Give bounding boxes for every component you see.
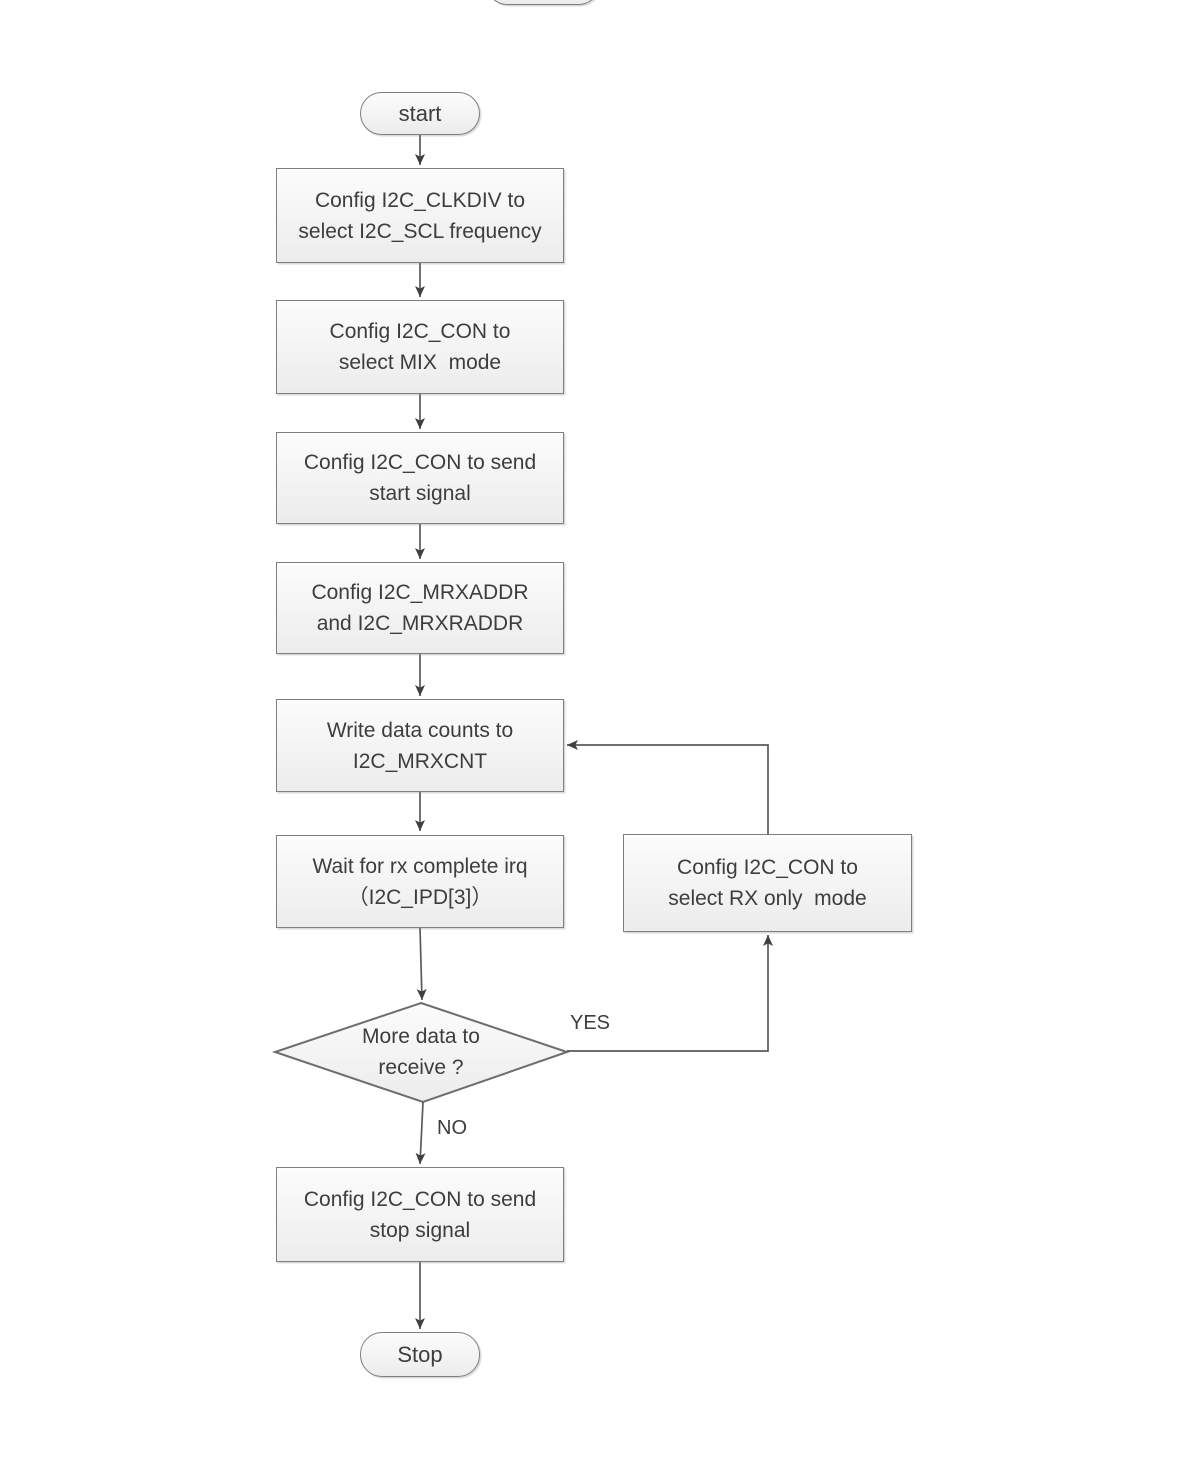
process-node-write-mrxcnt: Write data counts to I2C_MRXCNT (276, 699, 564, 792)
start-node: start (360, 92, 480, 135)
decision-node-more-data: More data to receive ? (362, 1025, 480, 1079)
process-node-send-start-signal: Config I2C_CON to send start signal (276, 432, 564, 524)
process-node-wait-rx-irq: Wait for rx complete irq （I2C_IPD[3]） (276, 835, 564, 928)
process-node-config-mrxaddr: Config I2C_MRXADDR and I2C_MRXRADDR (276, 562, 564, 654)
process-node-send-stop-signal: Config I2C_CON to send stop signal (276, 1167, 564, 1262)
process-node-config-rx-only: Config I2C_CON to select RX only mode (623, 834, 912, 932)
edge-decision-no-to-stopsignal (415, 1101, 426, 1165)
edge-waitirq-to-decision (416, 927, 427, 1001)
process-node-config-mix-mode: Config I2C_CON to select MIX mode (276, 300, 564, 394)
partial-terminator-node (486, 0, 600, 5)
edge-label-no: NO (437, 1117, 467, 1139)
stop-node: Stop (360, 1332, 480, 1377)
process-node-config-clkdiv: Config I2C_CLKDIV to select I2C_SCL freq… (276, 168, 564, 263)
edge-rxonly-loop-to-mrxcnt (567, 740, 769, 834)
edge-label-yes: YES (570, 1012, 611, 1034)
